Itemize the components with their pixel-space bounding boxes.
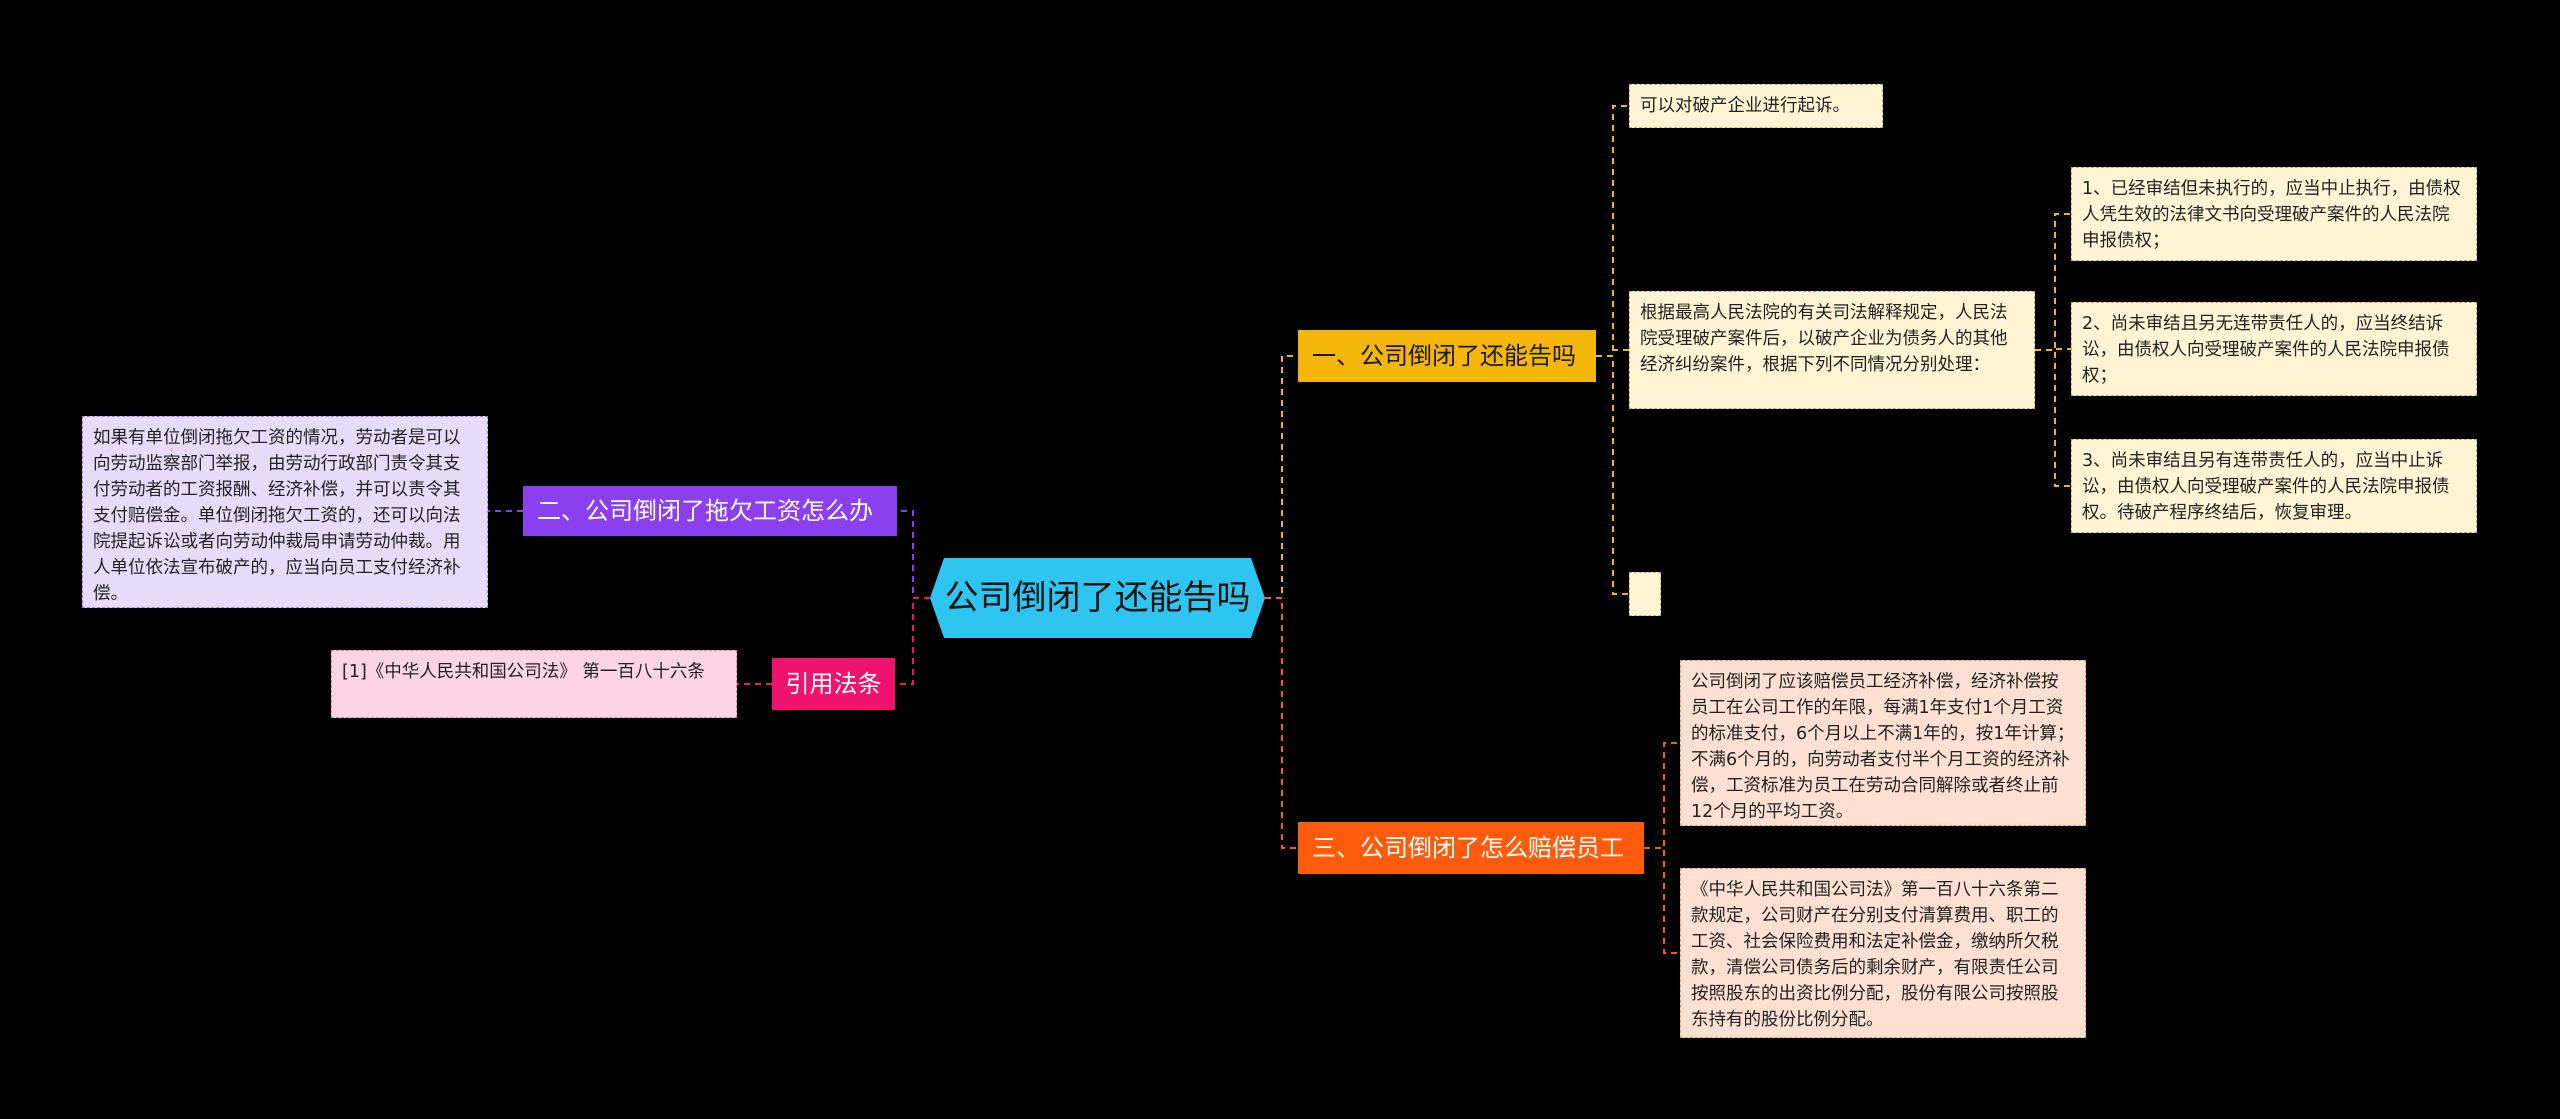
link-b3-leaf2 [1644,847,1680,954]
leaf-empty[interactable] [1629,572,1661,616]
leaf-economic-compensation[interactable]: 公司倒闭了应该赔偿员工经济补偿，经济补偿按员工在公司工作的年限，每满1年支付1个… [1680,660,2086,826]
central-topic[interactable]: 公司倒闭了还能告吗 [930,558,1265,638]
leaf-unpaid-wages-answer[interactable]: 如果有单位倒闭拖欠工资的情况，劳动者是可以向劳动监察部门举报，由劳动行政部门责令… [82,416,488,608]
link-center-ref [895,597,930,685]
link-leaf2-sub1 [2035,213,2071,351]
link-b3-leaf1 [1644,742,1680,849]
leaf-case-rule-3[interactable]: 3、尚未审结且另有连带责任人的，应当中止诉讼，由债权人向受理破产案件的人民法院申… [2071,439,2477,533]
link-center-b2 [897,510,930,599]
leaf-case-rule-1[interactable]: 1、已经审结但未执行的，应当中止执行，由债权人凭生效的法律文书向受理破产案件的人… [2071,167,2477,261]
link-b1-leaf1 [1596,105,1629,357]
link-center-b1 [1265,355,1298,599]
branch-can-sue[interactable]: 一、公司倒闭了还能告吗 [1298,330,1596,382]
leaf-court-rules[interactable]: 根据最高人民法院的有关司法解释规定，人民法院受理破产案件后，以破产企业为债务人的… [1629,291,2035,409]
link-leaf2-sub3 [2035,349,2071,487]
leaf-case-rule-2[interactable]: 2、尚未审结且另无连带责任人的，应当终结诉讼，由债权人向受理破产案件的人民法院申… [2071,302,2477,396]
link-b1-leaf3 [1596,355,1629,595]
branch-compensate-employees[interactable]: 三、公司倒闭了怎么赔偿员工 [1298,822,1644,874]
leaf-cited-law-article[interactable]: [1]《中华人民共和国公司法》 第一百八十六条 [331,650,737,718]
branch-cited-law[interactable]: 引用法条 [772,658,895,710]
branch-unpaid-wages[interactable]: 二、公司倒闭了拖欠工资怎么办 [523,486,897,536]
leaf-can-sue-answer[interactable]: 可以对破产企业进行起诉。 [1629,84,1883,128]
link-center-b3 [1265,597,1298,849]
leaf-company-law-article[interactable]: 《中华人民共和国公司法》第一百八十六条第二款规定，公司财产在分别支付清算费用、职… [1680,868,2086,1038]
